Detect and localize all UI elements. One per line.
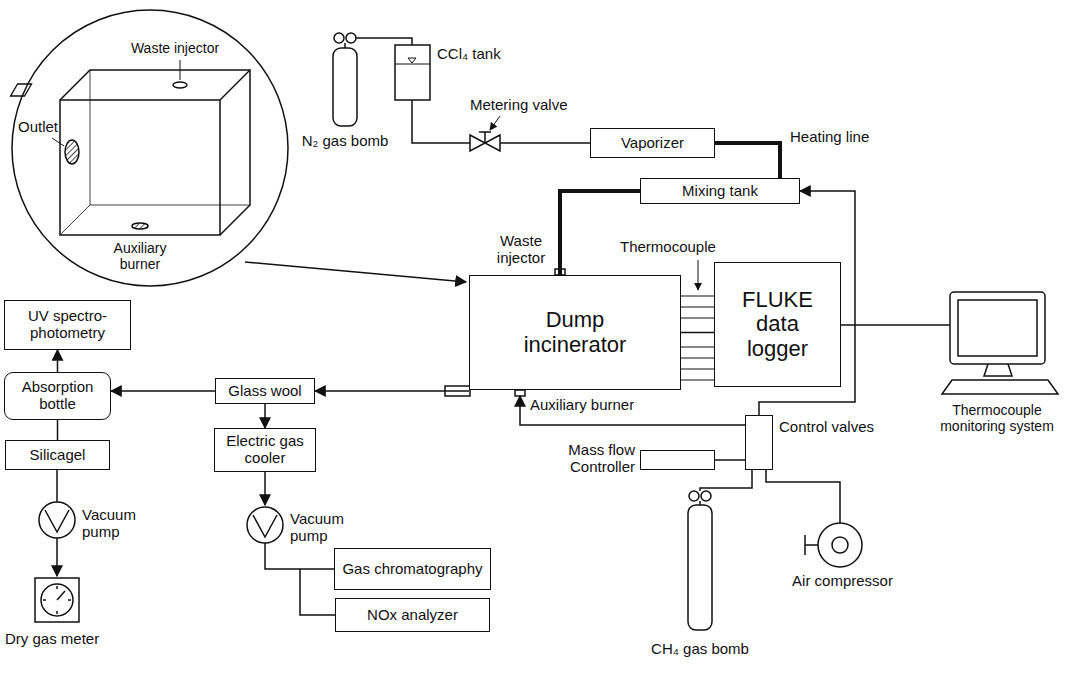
data-cable <box>840 324 950 326</box>
analyzer-box: Gas chromatography <box>334 548 491 590</box>
part-label: Thermocouple <box>620 238 716 255</box>
connector <box>111 390 215 392</box>
node-label: Vaporizer <box>621 135 684 152</box>
part-label: Auxiliary burner <box>530 396 634 413</box>
gas-cylinder <box>333 33 357 126</box>
instrument-box: UV spectro-photometry <box>4 300 131 350</box>
liquid-line <box>500 142 590 144</box>
air-line <box>766 470 840 523</box>
gas-line <box>56 538 58 576</box>
liquid-tank <box>395 45 430 100</box>
node-label: UV spectro-photometry <box>11 308 124 342</box>
part-label: CCl₄ tank <box>437 45 501 62</box>
gas-line <box>700 470 752 491</box>
part-label: Waste injector <box>120 40 230 56</box>
part-label: Air compressor <box>785 572 900 589</box>
dry-gas-meter-symbol <box>35 578 79 622</box>
node-label: Dump incinerator <box>500 308 650 357</box>
dryer-box: Silicagel <box>5 440 110 470</box>
node-label: Absorption bottle <box>11 379 104 413</box>
part-label: Auxiliary burner <box>100 240 180 272</box>
part-label: Heating line <box>790 128 869 145</box>
filter-box: Glass wool <box>215 378 315 404</box>
part-label: Waste injector <box>490 232 552 267</box>
analyzer-box: NOx analyzer <box>335 598 490 632</box>
node-label: Silicagel <box>30 447 86 464</box>
data-logger-box: FLUKE data logger <box>714 262 841 387</box>
controller-box: Mass flow Controller <box>640 450 715 470</box>
computer-icon <box>942 292 1058 394</box>
valve-box: Control valves <box>745 415 773 470</box>
gas-line <box>356 38 412 45</box>
connector <box>264 404 266 428</box>
incinerator-sketch <box>11 70 250 235</box>
part-label: CH₄ gas bomb <box>645 640 755 657</box>
leader-arrow <box>490 116 500 130</box>
part-label: N₂ gas bomb <box>295 132 395 149</box>
node-label: Glass wool <box>228 383 301 400</box>
waste-injector-port <box>173 82 187 88</box>
node-label: Control valves <box>779 418 874 435</box>
part-label: Vacuum pump <box>82 506 142 541</box>
part-label: Metering valve <box>470 96 568 113</box>
connector <box>520 396 745 425</box>
connector <box>715 143 780 178</box>
process-box: Mixing tank <box>640 178 800 204</box>
inset-pointer <box>245 262 466 282</box>
node-label: Mass flow Controller <box>540 441 635 476</box>
vacuum-pump-symbol <box>247 507 283 543</box>
connector <box>57 350 59 372</box>
node-label: Gas chromatography <box>342 561 482 578</box>
leader-line <box>180 60 181 80</box>
gas-line <box>56 470 58 502</box>
leader-line <box>52 138 64 146</box>
cooler-box: Electric gas cooler <box>214 428 316 472</box>
burner-nub <box>515 390 525 396</box>
connector <box>315 390 469 392</box>
gas-line <box>265 543 335 569</box>
node-label: Electric gas cooler <box>221 433 309 467</box>
gas-line <box>300 569 335 615</box>
incinerator-box: Dump incinerator <box>469 275 681 390</box>
process-box: Vaporizer <box>590 128 715 158</box>
vacuum-pump-symbol <box>39 502 75 538</box>
inset-circle <box>12 10 288 286</box>
part-label: Dry gas meter <box>5 630 99 647</box>
connector <box>715 459 745 461</box>
part-label: Outlet <box>18 118 58 135</box>
burner-port <box>132 223 148 229</box>
outlet-port <box>65 140 79 164</box>
node-label: FLUKE data logger <box>727 288 828 362</box>
gas-line <box>264 472 266 505</box>
part-label: Vacuum pump <box>290 510 350 545</box>
connector <box>57 420 59 440</box>
connector <box>681 332 714 334</box>
absorption-bottle: Absorption bottle <box>4 372 111 420</box>
gas-cylinder <box>688 491 712 630</box>
leader-arrow <box>698 260 699 290</box>
node-label: Mixing tank <box>682 183 758 200</box>
air-compressor-symbol <box>805 523 862 567</box>
metering-valve-symbol <box>470 132 500 151</box>
node-label: NOx analyzer <box>367 607 458 624</box>
connector <box>560 191 640 275</box>
thermocouple-wires <box>680 296 715 380</box>
liquid-line <box>412 100 470 143</box>
part-label: Thermocouple monitoring system <box>928 402 1066 434</box>
